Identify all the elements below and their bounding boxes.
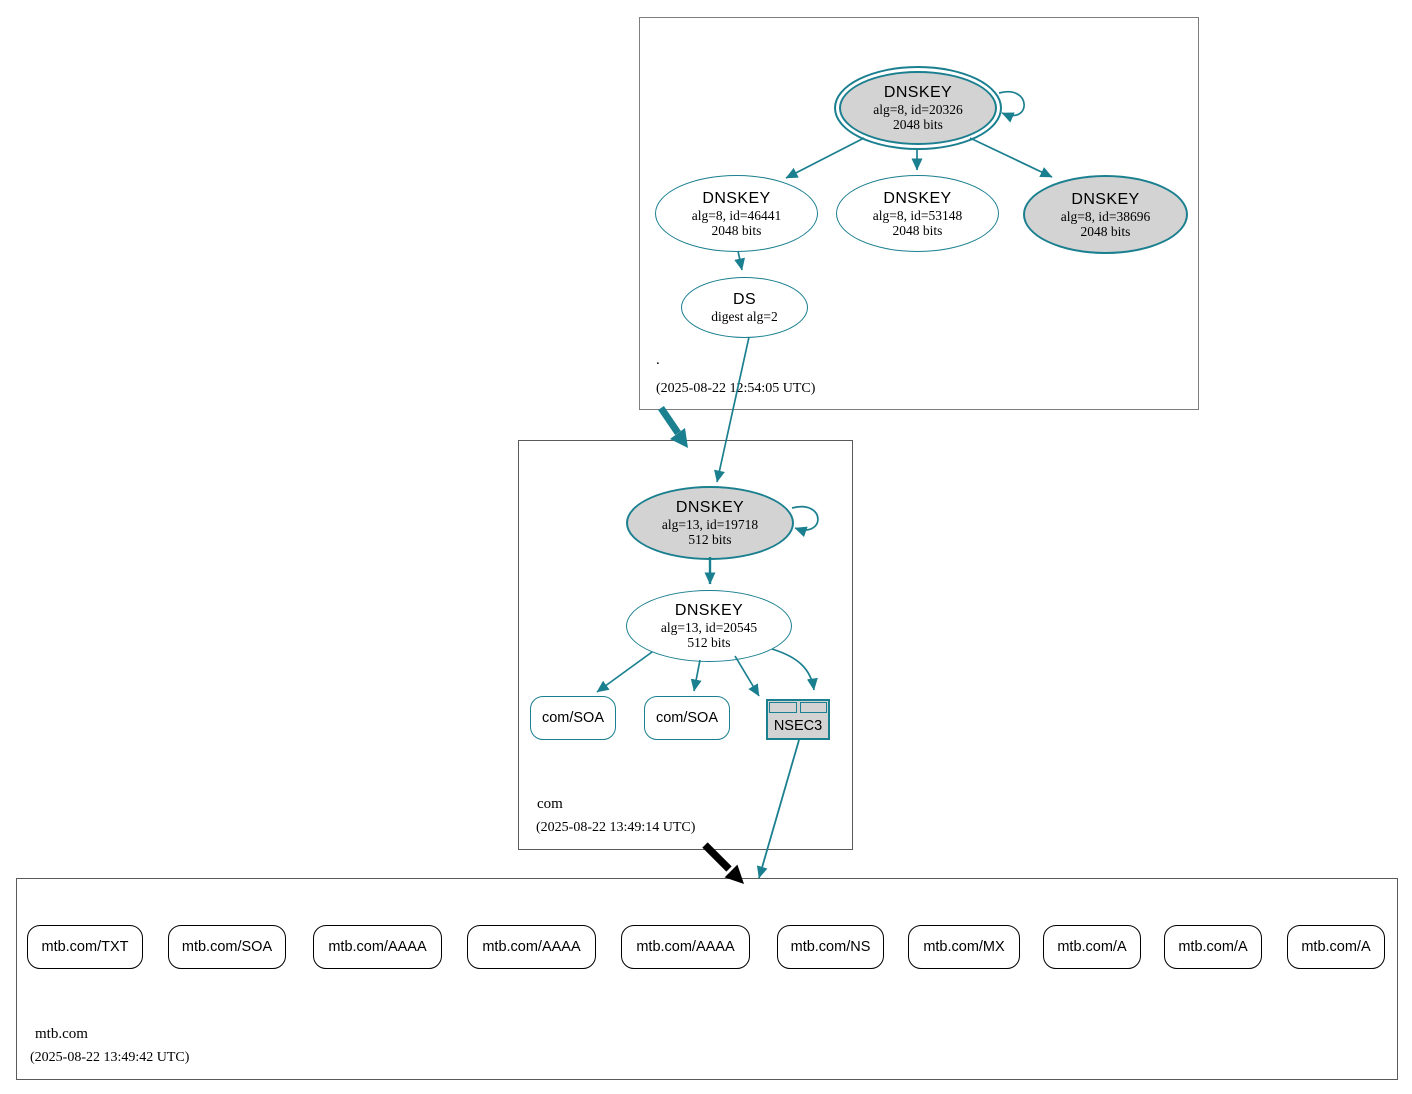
nsec3-cells	[769, 702, 827, 713]
root-zsk1-bits: 2048 bits	[711, 222, 762, 238]
mtb-rrset-a3: mtb.com/A	[1287, 925, 1385, 969]
root-zsk3-detail: alg=8, id=38696	[1060, 208, 1151, 224]
mtb-rrset-aaaa1: mtb.com/AAAA	[313, 925, 442, 969]
com-nsec3-node: NSEC3	[766, 699, 830, 740]
root-ksk-bits: 2048 bits	[893, 117, 943, 132]
nsec3-label: NSEC3	[773, 718, 823, 734]
root-zone-timestamp: (2025-08-22 12:54:05 UTC)	[656, 381, 816, 396]
root-zsk3-node: DNSKEY alg=8, id=38696 2048 bits	[1023, 175, 1188, 254]
com-zsk-bits: 512 bits	[687, 635, 731, 650]
mtb-rrset-aaaa2: mtb.com/AAAA	[467, 925, 596, 969]
zone-box-root	[639, 17, 1199, 410]
com-ksk-node: DNSKEY alg=13, id=19718 512 bits	[626, 486, 794, 560]
root-zsk3-bits: 2048 bits	[1080, 223, 1131, 239]
mtb-rrset-aaaa3: mtb.com/AAAA	[621, 925, 750, 969]
root-ds-title: DS	[732, 291, 757, 308]
com-zsk-node: DNSKEY alg=13, id=20545 512 bits	[626, 590, 792, 662]
nsec3-cell	[799, 702, 827, 713]
com-zone-timestamp: (2025-08-22 13:49:14 UTC)	[536, 820, 696, 835]
edge-delegation-root-com-shaft	[658, 406, 681, 435]
com-ksk-title: DNSKEY	[675, 499, 745, 516]
com-zone-label: com	[537, 796, 563, 812]
root-zsk1-detail: alg=8, id=46441	[691, 207, 782, 223]
root-zsk2-detail: alg=8, id=53148	[872, 207, 963, 223]
mtb-rrset-mx: mtb.com/MX	[908, 925, 1020, 969]
mtb-zone-timestamp: (2025-08-22 13:49:42 UTC)	[30, 1050, 190, 1065]
mtb-rrset-a1: mtb.com/A	[1043, 925, 1141, 969]
zone-box-mtb	[16, 878, 1398, 1080]
com-soa1-node: com/SOA	[530, 696, 616, 740]
root-zsk3-title: DNSKEY	[1071, 190, 1140, 208]
mtb-rrset-a2: mtb.com/A	[1164, 925, 1262, 969]
mtb-rrset-ns: mtb.com/NS	[777, 925, 884, 969]
com-zsk-title: DNSKEY	[674, 602, 744, 619]
root-zone-label: .	[656, 352, 660, 368]
root-ds-detail: digest alg=2	[711, 309, 778, 324]
nsec3-cell	[769, 702, 797, 713]
com-ksk-bits: 512 bits	[688, 532, 732, 547]
root-ds-node: DS digest alg=2	[681, 277, 808, 338]
root-ksk-detail: alg=8, id=20326	[873, 102, 963, 117]
root-zsk2-node: DNSKEY alg=8, id=53148 2048 bits	[836, 175, 999, 252]
com-soa2-node: com/SOA	[644, 696, 730, 740]
com-zsk-detail: alg=13, id=20545	[660, 620, 758, 635]
root-zsk1-title: DNSKEY	[702, 189, 771, 207]
root-zsk2-title: DNSKEY	[883, 189, 952, 207]
root-ksk-node: DNSKEY alg=8, id=20326 2048 bits	[834, 66, 1002, 150]
mtb-rrset-txt: mtb.com/TXT	[27, 925, 143, 969]
mtb-zone-label: mtb.com	[35, 1026, 88, 1042]
mtb-rrset-soa: mtb.com/SOA	[168, 925, 286, 969]
root-zsk1-node: DNSKEY alg=8, id=46441 2048 bits	[655, 175, 818, 252]
root-ksk-body: DNSKEY alg=8, id=20326 2048 bits	[839, 71, 997, 145]
com-ksk-detail: alg=13, id=19718	[661, 517, 759, 532]
root-zsk2-bits: 2048 bits	[892, 222, 943, 238]
root-ksk-title: DNSKEY	[883, 84, 953, 101]
